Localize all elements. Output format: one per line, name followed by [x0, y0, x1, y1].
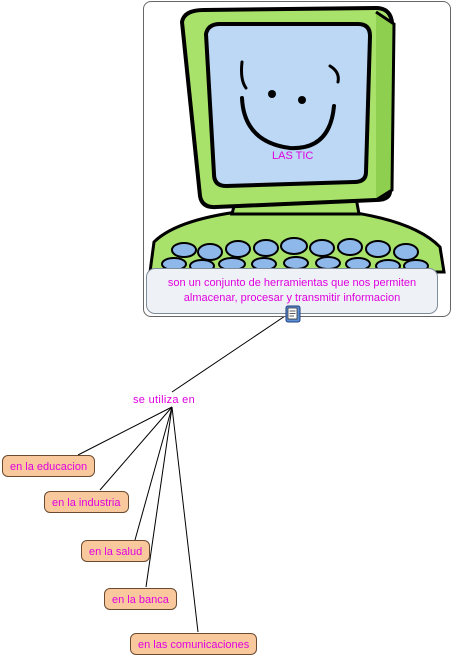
category-node-industria[interactable]: en la industria: [44, 491, 129, 513]
main-concept-title: LAS TIC: [272, 150, 314, 162]
category-node-comunicaciones[interactable]: en las comunicaciones: [130, 633, 258, 655]
description-text: son un conjunto de herramientas que nos …: [167, 277, 417, 304]
category-node-salud[interactable]: en la salud: [81, 540, 151, 562]
category-node-educacion[interactable]: en la educacion: [2, 455, 96, 477]
smiling-computer-illustration: [148, 5, 446, 274]
category-node-banca[interactable]: en la banca: [104, 588, 177, 610]
link-phrase: se utiliza en: [133, 394, 195, 406]
document-icon[interactable]: [284, 305, 302, 323]
main-concept-node[interactable]: [143, 1, 451, 317]
